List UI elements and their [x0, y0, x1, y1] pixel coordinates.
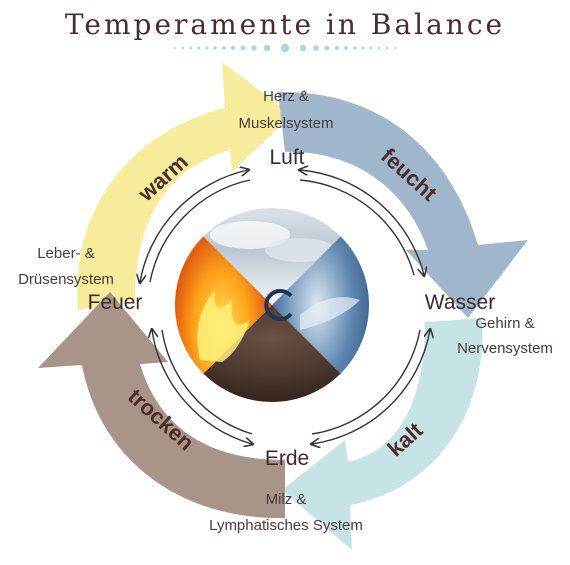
organ-bottom-line1: Milz &	[266, 491, 307, 508]
organ-top-line2: Muskelsystem	[238, 115, 333, 132]
center-ring	[264, 289, 293, 321]
element-feuer-label: Feuer	[88, 291, 143, 314]
organ-left-line1: Leber- &	[37, 245, 95, 262]
page-title: Temperamente in Balance	[65, 8, 505, 41]
organ-top-line1: Herz &	[263, 88, 309, 105]
elements-image	[175, 208, 369, 402]
organ-right-line1: Gehirn &	[475, 315, 534, 332]
trocken-arrow	[38, 292, 285, 519]
warm-arrow	[77, 62, 293, 310]
organ-bottom-line2: Lymphatisches System	[209, 517, 363, 534]
organ-right-line2: Nervensystem	[457, 340, 553, 357]
inner-cycle-arrows	[140, 170, 430, 444]
element-luft-label: Luft	[269, 146, 304, 169]
element-erde-label: Erde	[265, 447, 309, 470]
title-divider-dots	[174, 43, 396, 53]
feucht-arrow	[278, 91, 528, 318]
element-wasser-label: Wasser	[425, 291, 495, 314]
organ-left-line2: Drüsensystem	[18, 271, 114, 288]
